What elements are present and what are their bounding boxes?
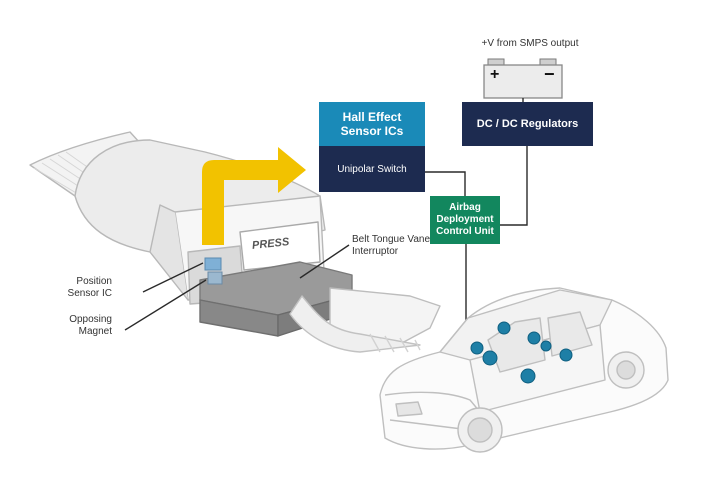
battery-plus-label: + bbox=[490, 66, 500, 83]
position-sensor-label: Position Sensor IC bbox=[67, 276, 112, 299]
belt-tongue-label: Belt Tongue Vane Interruptor bbox=[352, 234, 431, 257]
car-illustration bbox=[379, 287, 669, 453]
seat-belt-buckle bbox=[29, 131, 441, 353]
battery-icon bbox=[483, 58, 563, 99]
smps-label: +V from SMPS output bbox=[481, 38, 579, 49]
magnet-block bbox=[207, 271, 223, 285]
hall-effect-box: Hall Effect Sensor ICs bbox=[319, 102, 425, 146]
opposing-magnet-label: Opposing Magnet bbox=[69, 314, 112, 337]
signal-arrow bbox=[202, 147, 306, 245]
car-sensor-points bbox=[470, 321, 573, 384]
airbag-control-box: Airbag Deployment Control Unit bbox=[430, 196, 500, 244]
dcdc-regulators-box: DC / DC Regulators bbox=[462, 102, 593, 146]
battery-minus-label: − bbox=[544, 64, 555, 84]
position-sensor-chip bbox=[204, 257, 222, 271]
unipolar-switch-box: Unipolar Switch bbox=[319, 146, 425, 192]
